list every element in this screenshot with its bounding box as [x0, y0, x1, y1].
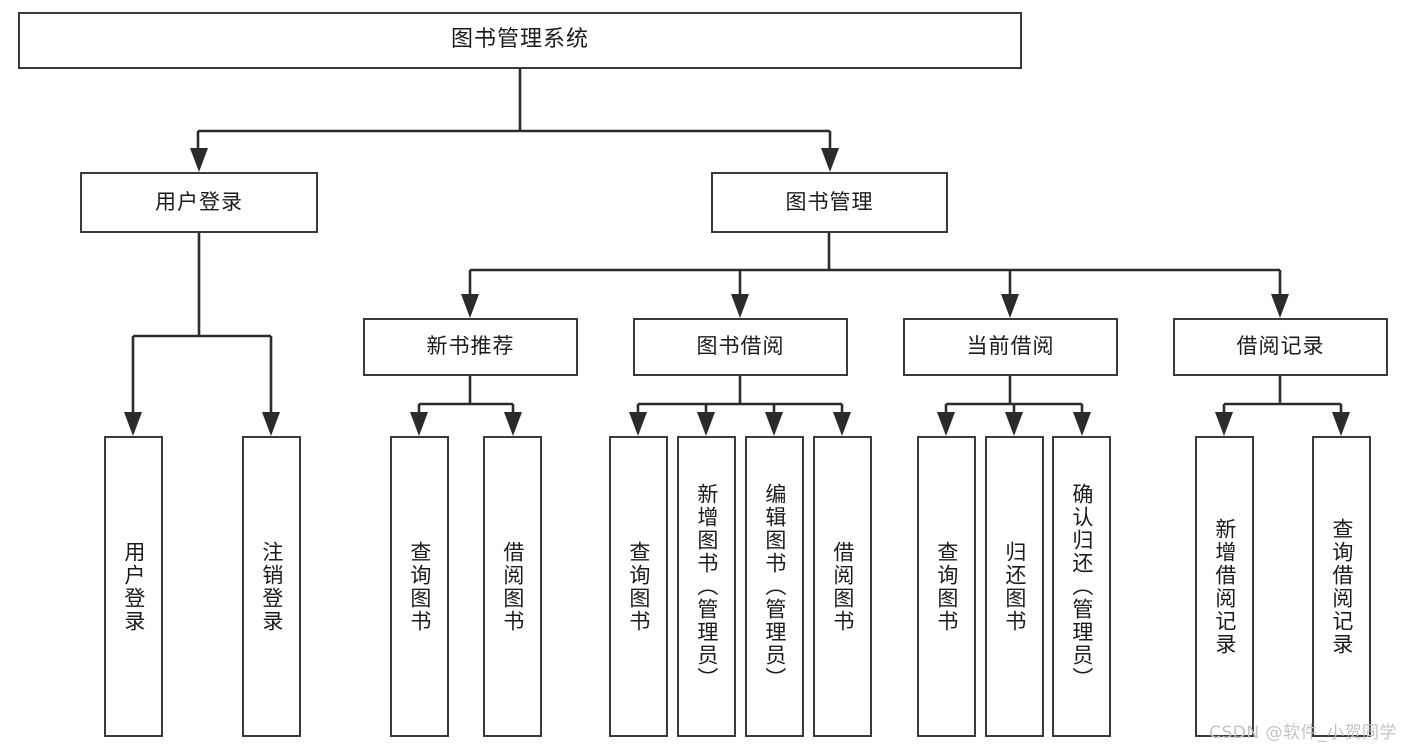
leaf-query-book-3[interactable]: 查询图书 — [917, 436, 976, 737]
leaf-borrow-book-1[interactable]: 借阅图书 — [483, 436, 542, 737]
leaf-query-book-1[interactable]: 查询图书 — [390, 436, 449, 737]
watermark: CSDN @软件_小贺同学 — [1209, 723, 1397, 743]
leaf-user-logout[interactable]: 注销登录 — [242, 436, 301, 737]
leaf-borrow-book-1-label: 借阅图书 — [500, 540, 525, 633]
leaf-confirm-return[interactable]: 确认归还（管理员） — [1052, 436, 1111, 737]
node-book-borrow[interactable]: 图书借阅 — [633, 318, 848, 376]
leaf-query-book-2-label: 查询图书 — [626, 540, 651, 633]
leaf-add-record[interactable]: 新增借阅记录 — [1195, 436, 1254, 737]
leaf-add-record-label: 新增借阅记录 — [1212, 517, 1237, 656]
leaf-user-login-label: 用户登录 — [121, 540, 146, 633]
node-current-borrow-label: 当前借阅 — [966, 334, 1055, 359]
node-user-login[interactable]: 用户登录 — [80, 172, 318, 233]
leaf-edit-book[interactable]: 编辑图书（管理员） — [745, 436, 804, 737]
leaf-user-logout-label: 注销登录 — [259, 540, 284, 633]
leaf-query-book-2[interactable]: 查询图书 — [609, 436, 668, 737]
node-new-book-recommend[interactable]: 新书推荐 — [363, 318, 578, 376]
leaf-borrow-book-2-label: 借阅图书 — [830, 540, 855, 633]
leaf-query-book-3-label: 查询图书 — [934, 540, 959, 633]
leaf-return-book[interactable]: 归还图书 — [985, 436, 1044, 737]
node-borrow-record-label: 借阅记录 — [1236, 334, 1325, 359]
leaf-query-record-label: 查询借阅记录 — [1329, 517, 1354, 656]
node-book-manage[interactable]: 图书管理 — [711, 172, 948, 233]
node-borrow-record[interactable]: 借阅记录 — [1173, 318, 1388, 376]
leaf-return-book-label: 归还图书 — [1002, 540, 1027, 633]
node-book-manage-label: 图书管理 — [785, 189, 874, 214]
node-user-login-label: 用户登录 — [155, 189, 243, 214]
node-book-borrow-label: 图书借阅 — [696, 334, 785, 359]
leaf-add-book[interactable]: 新增图书（管理员） — [677, 436, 736, 737]
leaf-query-book-1-label: 查询图书 — [407, 540, 432, 633]
leaf-query-record[interactable]: 查询借阅记录 — [1312, 436, 1371, 737]
node-root[interactable]: 图书管理系统 — [18, 12, 1022, 69]
leaf-borrow-book-2[interactable]: 借阅图书 — [813, 436, 872, 737]
leaf-user-login[interactable]: 用户登录 — [104, 436, 163, 737]
leaf-confirm-return-label: 确认归还（管理员） — [1069, 483, 1094, 690]
node-root-label: 图书管理系统 — [450, 27, 589, 53]
node-new-book-recommend-label: 新书推荐 — [426, 334, 515, 359]
leaf-add-book-label: 新增图书（管理员） — [694, 483, 719, 690]
node-current-borrow[interactable]: 当前借阅 — [903, 318, 1118, 376]
leaf-edit-book-label: 编辑图书（管理员） — [762, 483, 787, 690]
